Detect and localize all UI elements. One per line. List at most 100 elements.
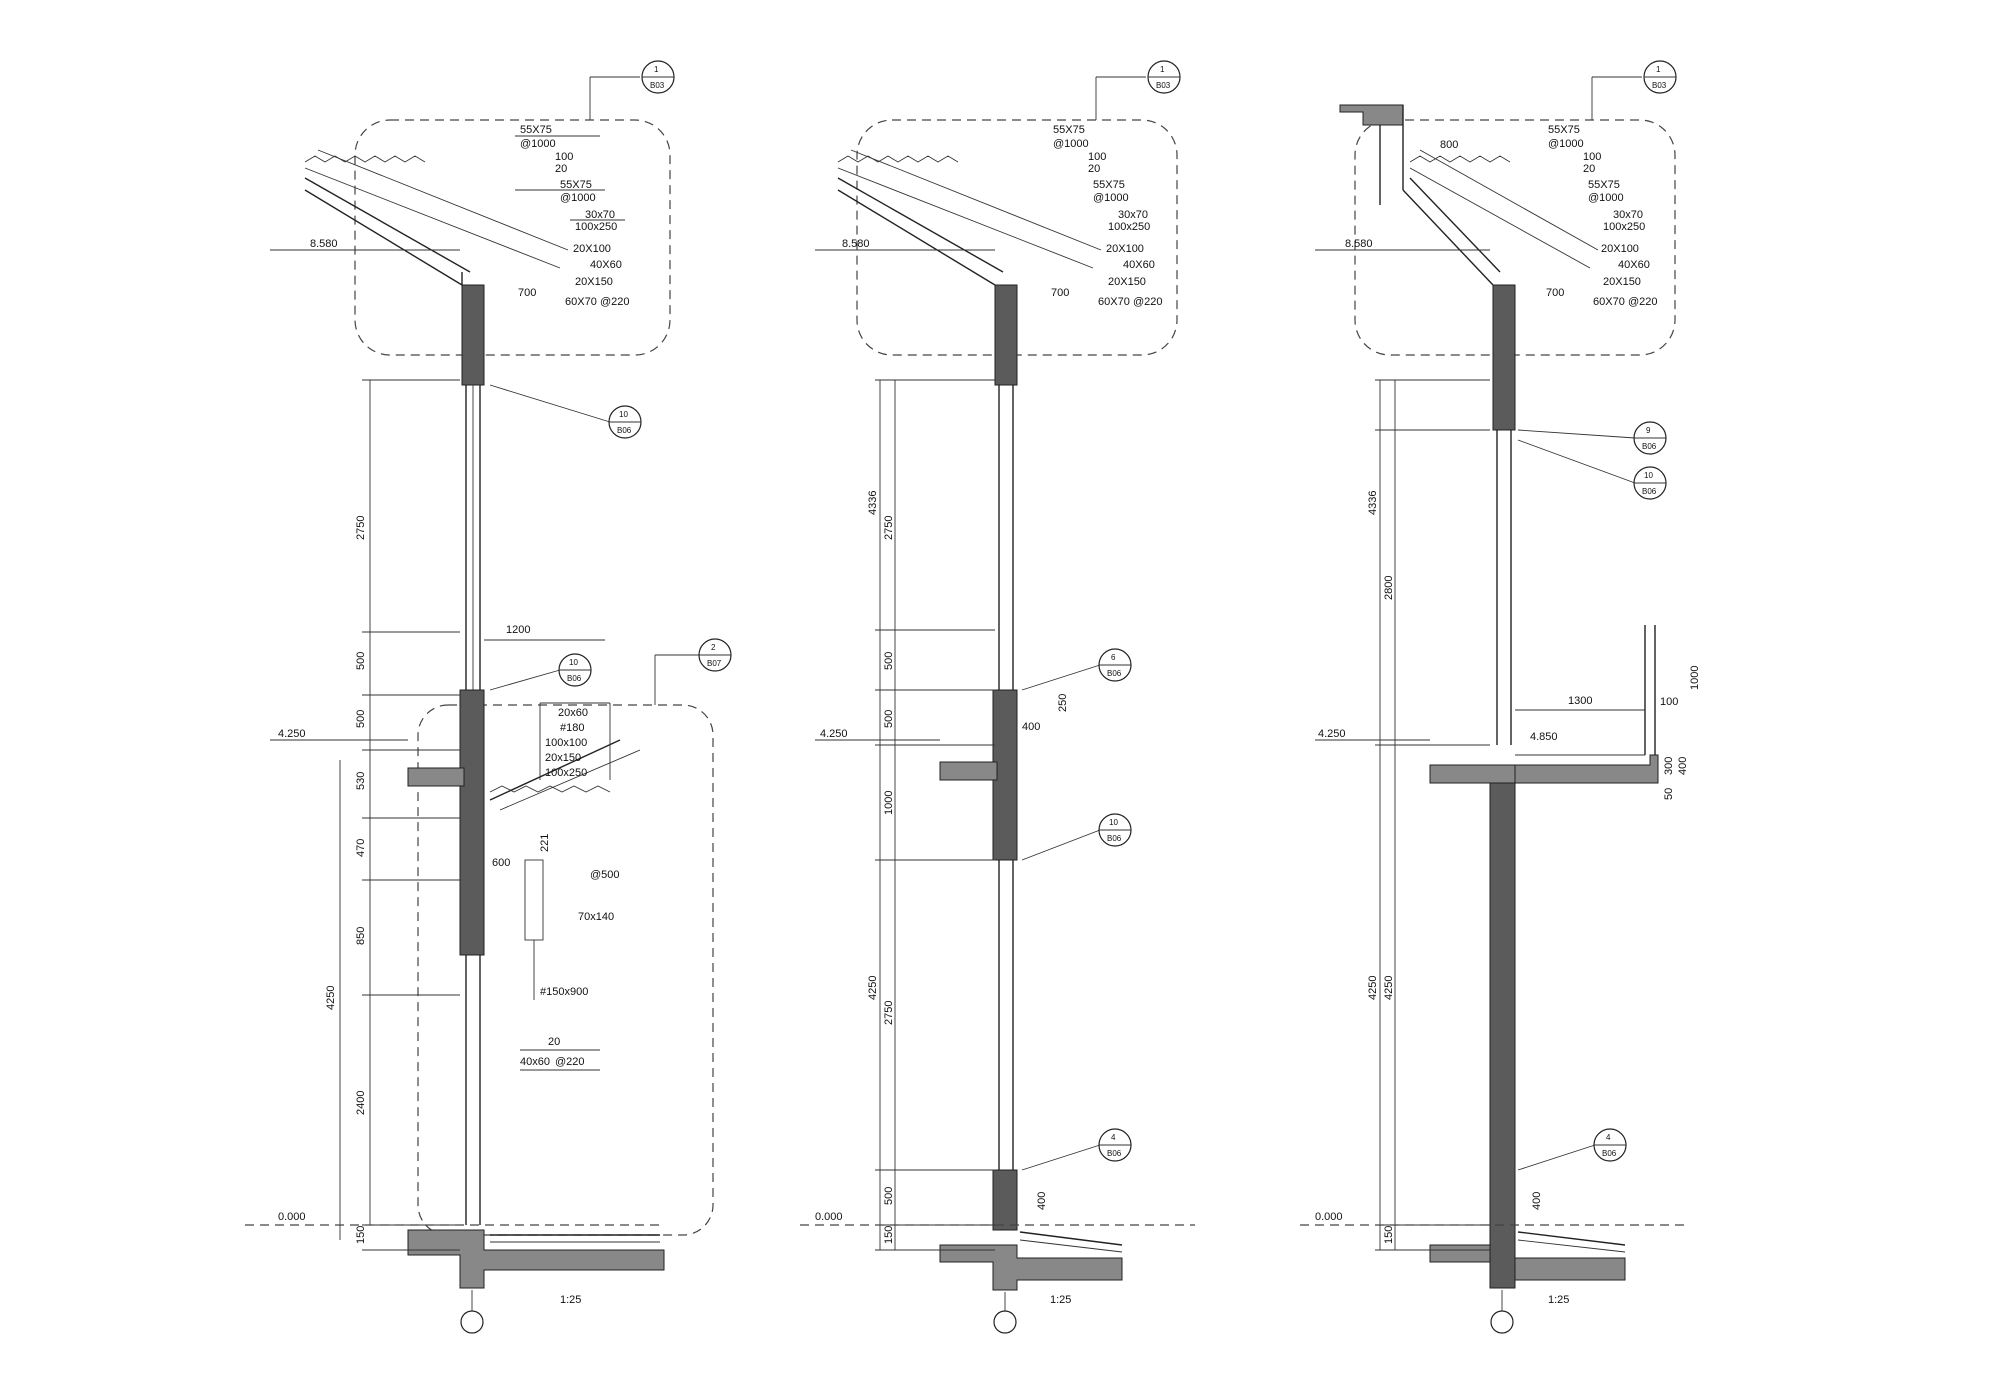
svg-text:4.250: 4.250: [1318, 728, 1346, 740]
svg-text:1:25: 1:25: [1548, 1294, 1569, 1306]
svg-text:700: 700: [518, 287, 536, 299]
svg-text:4250: 4250: [1367, 976, 1379, 1000]
svg-text:60X70: 60X70: [1593, 296, 1625, 308]
svg-text:20: 20: [555, 163, 567, 175]
svg-text:1: 1: [1656, 65, 1661, 74]
scale-a: 1:25: [560, 1294, 581, 1306]
svg-text:20X100: 20X100: [1106, 243, 1144, 255]
svg-text:@1000: @1000: [520, 138, 556, 150]
svg-text:20X150: 20X150: [1108, 276, 1146, 288]
svg-text:20X150: 20X150: [575, 276, 613, 288]
svg-text:@1000: @1000: [1053, 138, 1089, 150]
svg-text:B06: B06: [1107, 834, 1122, 843]
svg-text:100: 100: [1583, 151, 1601, 163]
dim-a-8: 150: [355, 1226, 367, 1244]
svg-text:100x250: 100x250: [575, 221, 617, 233]
svg-text:100: 100: [1088, 151, 1106, 163]
svg-text:500: 500: [883, 1187, 895, 1205]
grid-marker-c: [1490, 1310, 1514, 1334]
svg-text:20: 20: [1583, 163, 1595, 175]
svg-text:6: 6: [1111, 653, 1116, 662]
svg-text:800: 800: [1440, 139, 1458, 151]
svg-text:55X75: 55X75: [1548, 124, 1580, 136]
svg-text:55X75: 55X75: [1093, 179, 1125, 191]
dim-a-6: 4250: [325, 986, 337, 1010]
svg-text:55X75: 55X75: [520, 124, 552, 136]
svg-text:2750: 2750: [883, 1001, 895, 1025]
svg-text:100x100: 100x100: [545, 737, 587, 749]
mid-wall: [459, 689, 485, 956]
svg-text:10: 10: [619, 410, 628, 419]
svg-text:30x70: 30x70: [1613, 209, 1643, 221]
svg-text:@1000: @1000: [1588, 192, 1624, 204]
svg-text:B06: B06: [1602, 1149, 1617, 1158]
svg-text:#180: #180: [560, 722, 584, 734]
svg-text:500: 500: [883, 652, 895, 670]
svg-text:@220: @220: [1628, 296, 1658, 308]
svg-text:70x140: 70x140: [578, 911, 614, 923]
svg-text:40X60: 40X60: [590, 259, 622, 271]
roof-slope-b: [837, 149, 1102, 286]
dim-a-0: 2750: [355, 516, 367, 540]
svg-text:60X70: 60X70: [565, 296, 597, 308]
floor-slab: [407, 767, 465, 787]
svg-text:B06: B06: [617, 426, 632, 435]
svg-text:4250: 4250: [867, 976, 879, 1000]
svg-text:20x60: 20x60: [558, 707, 588, 719]
grid-marker-b: [993, 1310, 1017, 1334]
svg-text:55X75: 55X75: [560, 179, 592, 191]
svg-text:0.000: 0.000: [1315, 1211, 1343, 1223]
svg-text:B06: B06: [567, 674, 582, 683]
svg-text:#150x900: #150x900: [540, 986, 588, 998]
roof-notes-b: 55X75 @1000 100 20 55X75 @1000 30x70 100…: [1051, 124, 1163, 308]
svg-text:60X70: 60X70: [1098, 296, 1130, 308]
svg-text:4336: 4336: [1367, 491, 1379, 515]
svg-text:20X100: 20X100: [573, 243, 611, 255]
elev-a-ground: 0.000: [278, 1211, 306, 1223]
svg-text:4336: 4336: [867, 491, 879, 515]
dim-a-5: 850: [355, 927, 367, 945]
svg-text:1: 1: [654, 65, 659, 74]
svg-text:40x60: 40x60: [520, 1056, 550, 1068]
svg-text:30x70: 30x70: [1118, 209, 1148, 221]
svg-text:4.850: 4.850: [1530, 731, 1558, 743]
elev-a-mid: 4.250: [278, 728, 306, 740]
svg-text:1300: 1300: [1568, 695, 1592, 707]
svg-text:B07: B07: [707, 659, 722, 668]
svg-text:0.000: 0.000: [815, 1211, 843, 1223]
roof-notes-a: 55X75 @1000 100 20 55X75 @1000 30x70 100…: [515, 124, 630, 308]
svg-text:10: 10: [1644, 471, 1653, 480]
section-c: 4336 2800 4250 4250 150 8.580 4.250 4.85…: [1300, 60, 1701, 1334]
svg-text:2750: 2750: [883, 516, 895, 540]
svg-text:100x250: 100x250: [1603, 221, 1645, 233]
svg-text:2800: 2800: [1383, 576, 1395, 600]
svg-text:20X100: 20X100: [1601, 243, 1639, 255]
svg-text:100: 100: [1660, 696, 1678, 708]
roof-slope-c: [1402, 149, 1599, 286]
svg-text:@1000: @1000: [1093, 192, 1129, 204]
svg-text:10: 10: [1109, 818, 1118, 827]
dim-a-1: 500: [355, 652, 367, 670]
svg-text:10: 10: [569, 658, 578, 667]
roof-slope: [304, 149, 569, 286]
dim-a-2: 500: [355, 710, 367, 728]
svg-text:1: 1: [1160, 65, 1165, 74]
svg-text:700: 700: [1051, 287, 1069, 299]
eave-notes-a: 20x60 #180 100x100 20x150 100x250 221 60…: [492, 702, 620, 1071]
svg-text:250: 250: [1057, 694, 1069, 712]
section-a: 2750 500 500 530 470 850 4250 2400 150 8…: [245, 60, 732, 1334]
svg-text:221: 221: [539, 834, 551, 852]
section-b: 4336 2750 500 500 1000 4250 2750 500 150…: [800, 60, 1195, 1334]
svg-text:4: 4: [1111, 1133, 1116, 1142]
svg-text:1:25: 1:25: [1050, 1294, 1071, 1306]
svg-text:100: 100: [555, 151, 573, 163]
svg-text:50: 50: [1663, 788, 1675, 800]
svg-text:400: 400: [1036, 1192, 1048, 1210]
svg-text:400: 400: [1677, 757, 1689, 775]
svg-text:20: 20: [1088, 163, 1100, 175]
svg-text:@220: @220: [600, 296, 630, 308]
svg-text:4250: 4250: [1383, 976, 1395, 1000]
svg-text:B03: B03: [650, 81, 665, 90]
svg-text:1000: 1000: [1689, 666, 1701, 690]
